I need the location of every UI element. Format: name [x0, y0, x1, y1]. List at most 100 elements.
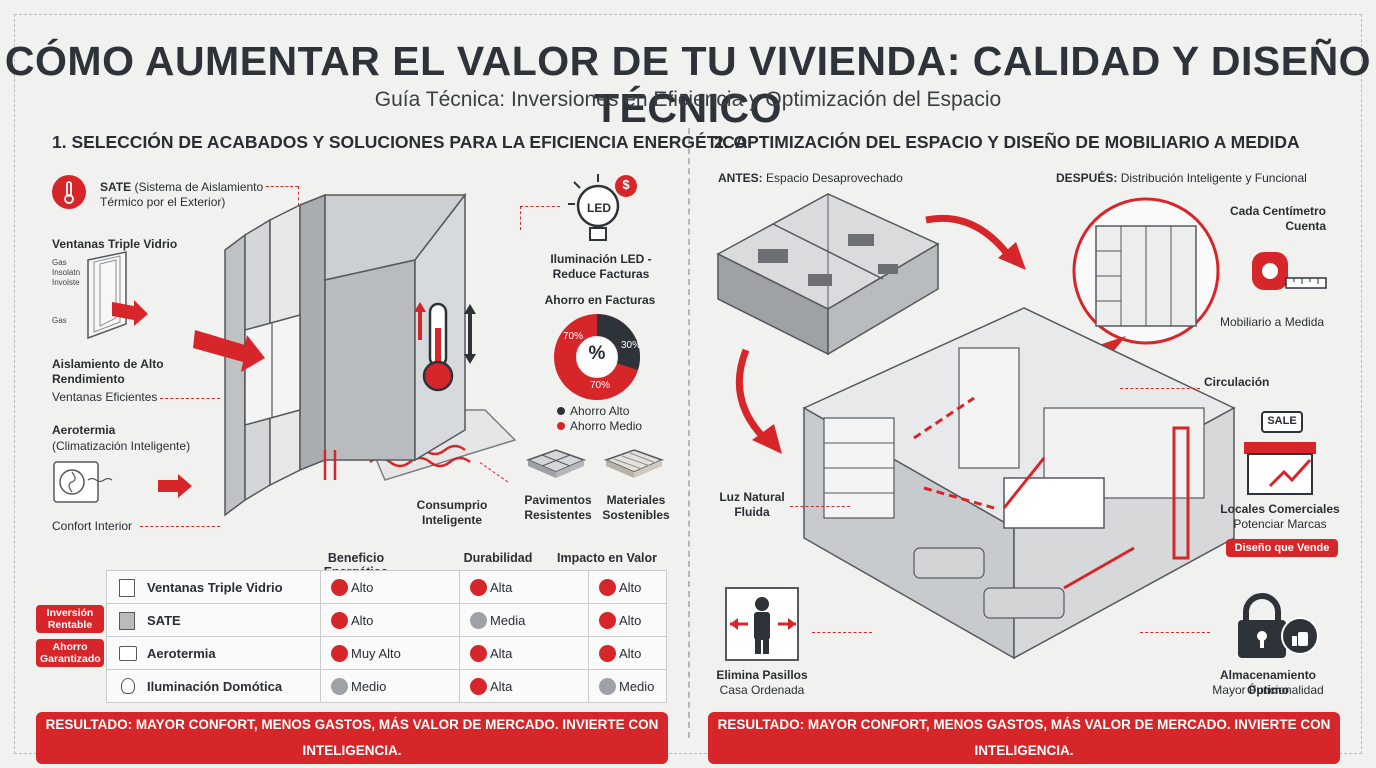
aerotermia-label: Aerotermia — [52, 423, 116, 437]
table-row: Aerotermia Muy Alto Alta Alto — [106, 636, 667, 670]
page-frame — [14, 14, 1362, 754]
chart-up-icon — [599, 645, 616, 662]
leader-line — [140, 526, 220, 527]
custom-furniture-label: Mobiliario a Medida — [1220, 315, 1325, 329]
chart-up-icon — [470, 579, 487, 596]
comfort-label: Confort Interior — [52, 519, 133, 533]
circulation-label: Circulación — [1204, 375, 1270, 389]
leader-line — [520, 206, 521, 230]
arrow-down-icon — [331, 645, 348, 662]
page-subtitle: Guía Técnica: Inversiones en Eficiencia … — [374, 88, 1002, 111]
cell-value: Medio — [619, 678, 655, 694]
row-name: Ventanas Triple Vidrio — [147, 579, 283, 595]
cell-value: Alto — [351, 579, 374, 595]
triple-glass-icon — [87, 251, 148, 340]
leader-line — [298, 186, 299, 206]
lightbulb-icon — [121, 678, 135, 694]
gear-icon — [331, 678, 348, 695]
chart-up-icon — [470, 645, 487, 662]
heat-pump-icon — [119, 646, 137, 661]
chart-up-icon — [331, 579, 348, 596]
row-name: SATE — [147, 612, 181, 628]
leader-line — [1140, 632, 1210, 633]
leader-line — [160, 398, 220, 399]
leader-line — [790, 506, 850, 507]
cell-value: Alta — [490, 645, 513, 661]
leader-line — [266, 186, 298, 187]
leader-line — [1120, 388, 1200, 389]
section-divider — [688, 128, 690, 738]
result-banner-left: RESULTADO: MAYOR CONFORT, MENOS GASTOS, … — [36, 712, 668, 764]
thermometer-icon — [52, 175, 86, 209]
thermometer-graphic — [414, 302, 476, 392]
after-label: DESPUÉS: Distribución Inteligente y Func… — [1056, 171, 1307, 185]
currency-icon: $ — [622, 177, 630, 192]
smart-use-label: Consumprio Inteligente — [416, 498, 488, 527]
cell-value: Alto — [619, 645, 642, 661]
flow-arrows — [735, 214, 1026, 454]
chart-up-icon — [331, 612, 348, 629]
storage-sublabel: Mayor Funcionalidad — [1212, 683, 1324, 697]
tag-savings: Ahorro Garantizado — [36, 639, 104, 667]
donut-label: 30% — [621, 340, 642, 351]
cell-value: Alto — [619, 612, 642, 628]
design-sells-tag: Diseño que Vende — [1226, 539, 1338, 557]
chart-up-icon — [599, 579, 616, 596]
shop-icon — [1244, 411, 1316, 495]
cell-value: Alto — [619, 579, 642, 595]
donut-center-label: % — [588, 343, 606, 364]
efficient-windows-label: Ventanas Eficientes — [52, 390, 158, 404]
chart-flat-icon — [470, 612, 487, 629]
lock-thumbs-up-icon — [1238, 593, 1319, 658]
savings-title: Ahorro en Facturas — [544, 293, 656, 307]
shops-sublabel: Potenciar Marcas — [1233, 517, 1327, 531]
donut-label: 70% — [590, 380, 611, 391]
comparison-table: Ventanas Triple Vidrio Alto Alta Alto SA… — [106, 570, 667, 703]
thumbs-up-icon — [599, 678, 616, 695]
row-name: Iluminación Domótica — [147, 678, 283, 694]
cell-value: Media — [490, 612, 526, 628]
leader-line — [520, 206, 560, 207]
insulation-icon — [119, 612, 135, 630]
section-2-heading: 2. OPTIMIZACIÓN DEL ESPACIO Y DISEÑO DE … — [714, 132, 1300, 152]
led-bulb-icon — [568, 174, 637, 241]
row-name: Aerotermia — [147, 645, 216, 661]
insulation-label: Aislamiento de Alto Rendimiento — [52, 357, 164, 386]
table-row: Ventanas Triple Vidrio Alto Alta Alto — [106, 570, 667, 604]
sate-label: SATE (Sistema de Aislamiento Térmico por… — [100, 180, 264, 209]
page-title: CÓMO AUMENTAR EL VALOR DE TU VIVIENDA: C… — [4, 38, 1372, 131]
tag-investment: Inversión Rentable — [36, 605, 104, 633]
no-halls-sublabel: Casa Ordenada — [719, 683, 805, 697]
cell-value: Medio — [351, 678, 387, 694]
cell-value: Alto — [351, 612, 374, 628]
col-header-durability: Durabilidad — [463, 551, 533, 565]
led-label: Iluminación LED - Reduce Facturas — [550, 252, 652, 281]
legend-high: Ahorro Alto — [557, 404, 629, 419]
wood-material-icon — [603, 449, 665, 478]
donut-label: 70% — [563, 331, 584, 342]
window-icon — [119, 579, 135, 597]
every-cm-label: Cada Centímetro Cuenta — [1229, 204, 1326, 233]
storage-label: Almacenamiento Óptimo — [1219, 668, 1317, 697]
col-header-value: Impacto en Valor — [556, 551, 658, 565]
before-label: ANTES: Espacio Desaprovechado — [718, 171, 903, 185]
legend-medium: Ahorro Medio — [557, 419, 642, 434]
optimized-floorplan-illustration — [802, 307, 1236, 660]
natural-light-label: Luz Natural Fluida — [719, 490, 785, 519]
no-halls-label: Elimina Pasillos — [716, 668, 808, 682]
table-row: SATE Alto Media Alto — [106, 603, 667, 637]
sale-sign: SALE — [1267, 415, 1297, 427]
cell-value: Alta — [490, 678, 513, 694]
shops-label: Locales Comerciales — [1220, 502, 1340, 516]
savings-donut-chart — [554, 314, 640, 400]
result-banner-right: RESULTADO: MAYOR CONFORT, MENOS GASTOS, … — [708, 712, 1340, 764]
floors-label: Pavimentos Resistentes — [524, 493, 592, 522]
materials-label: Materiales Sostenibles — [602, 493, 670, 522]
floor-tiles-icon — [525, 449, 587, 478]
windows-label: Ventanas Triple Vidrio — [52, 237, 178, 251]
tape-measure-icon — [1252, 252, 1327, 290]
before-floorplan-illustration — [716, 193, 940, 356]
section-1-heading: 1. SELECCIÓN DE ACABADOS Y SOLUCIONES PA… — [52, 132, 748, 152]
leader-line — [812, 632, 872, 633]
